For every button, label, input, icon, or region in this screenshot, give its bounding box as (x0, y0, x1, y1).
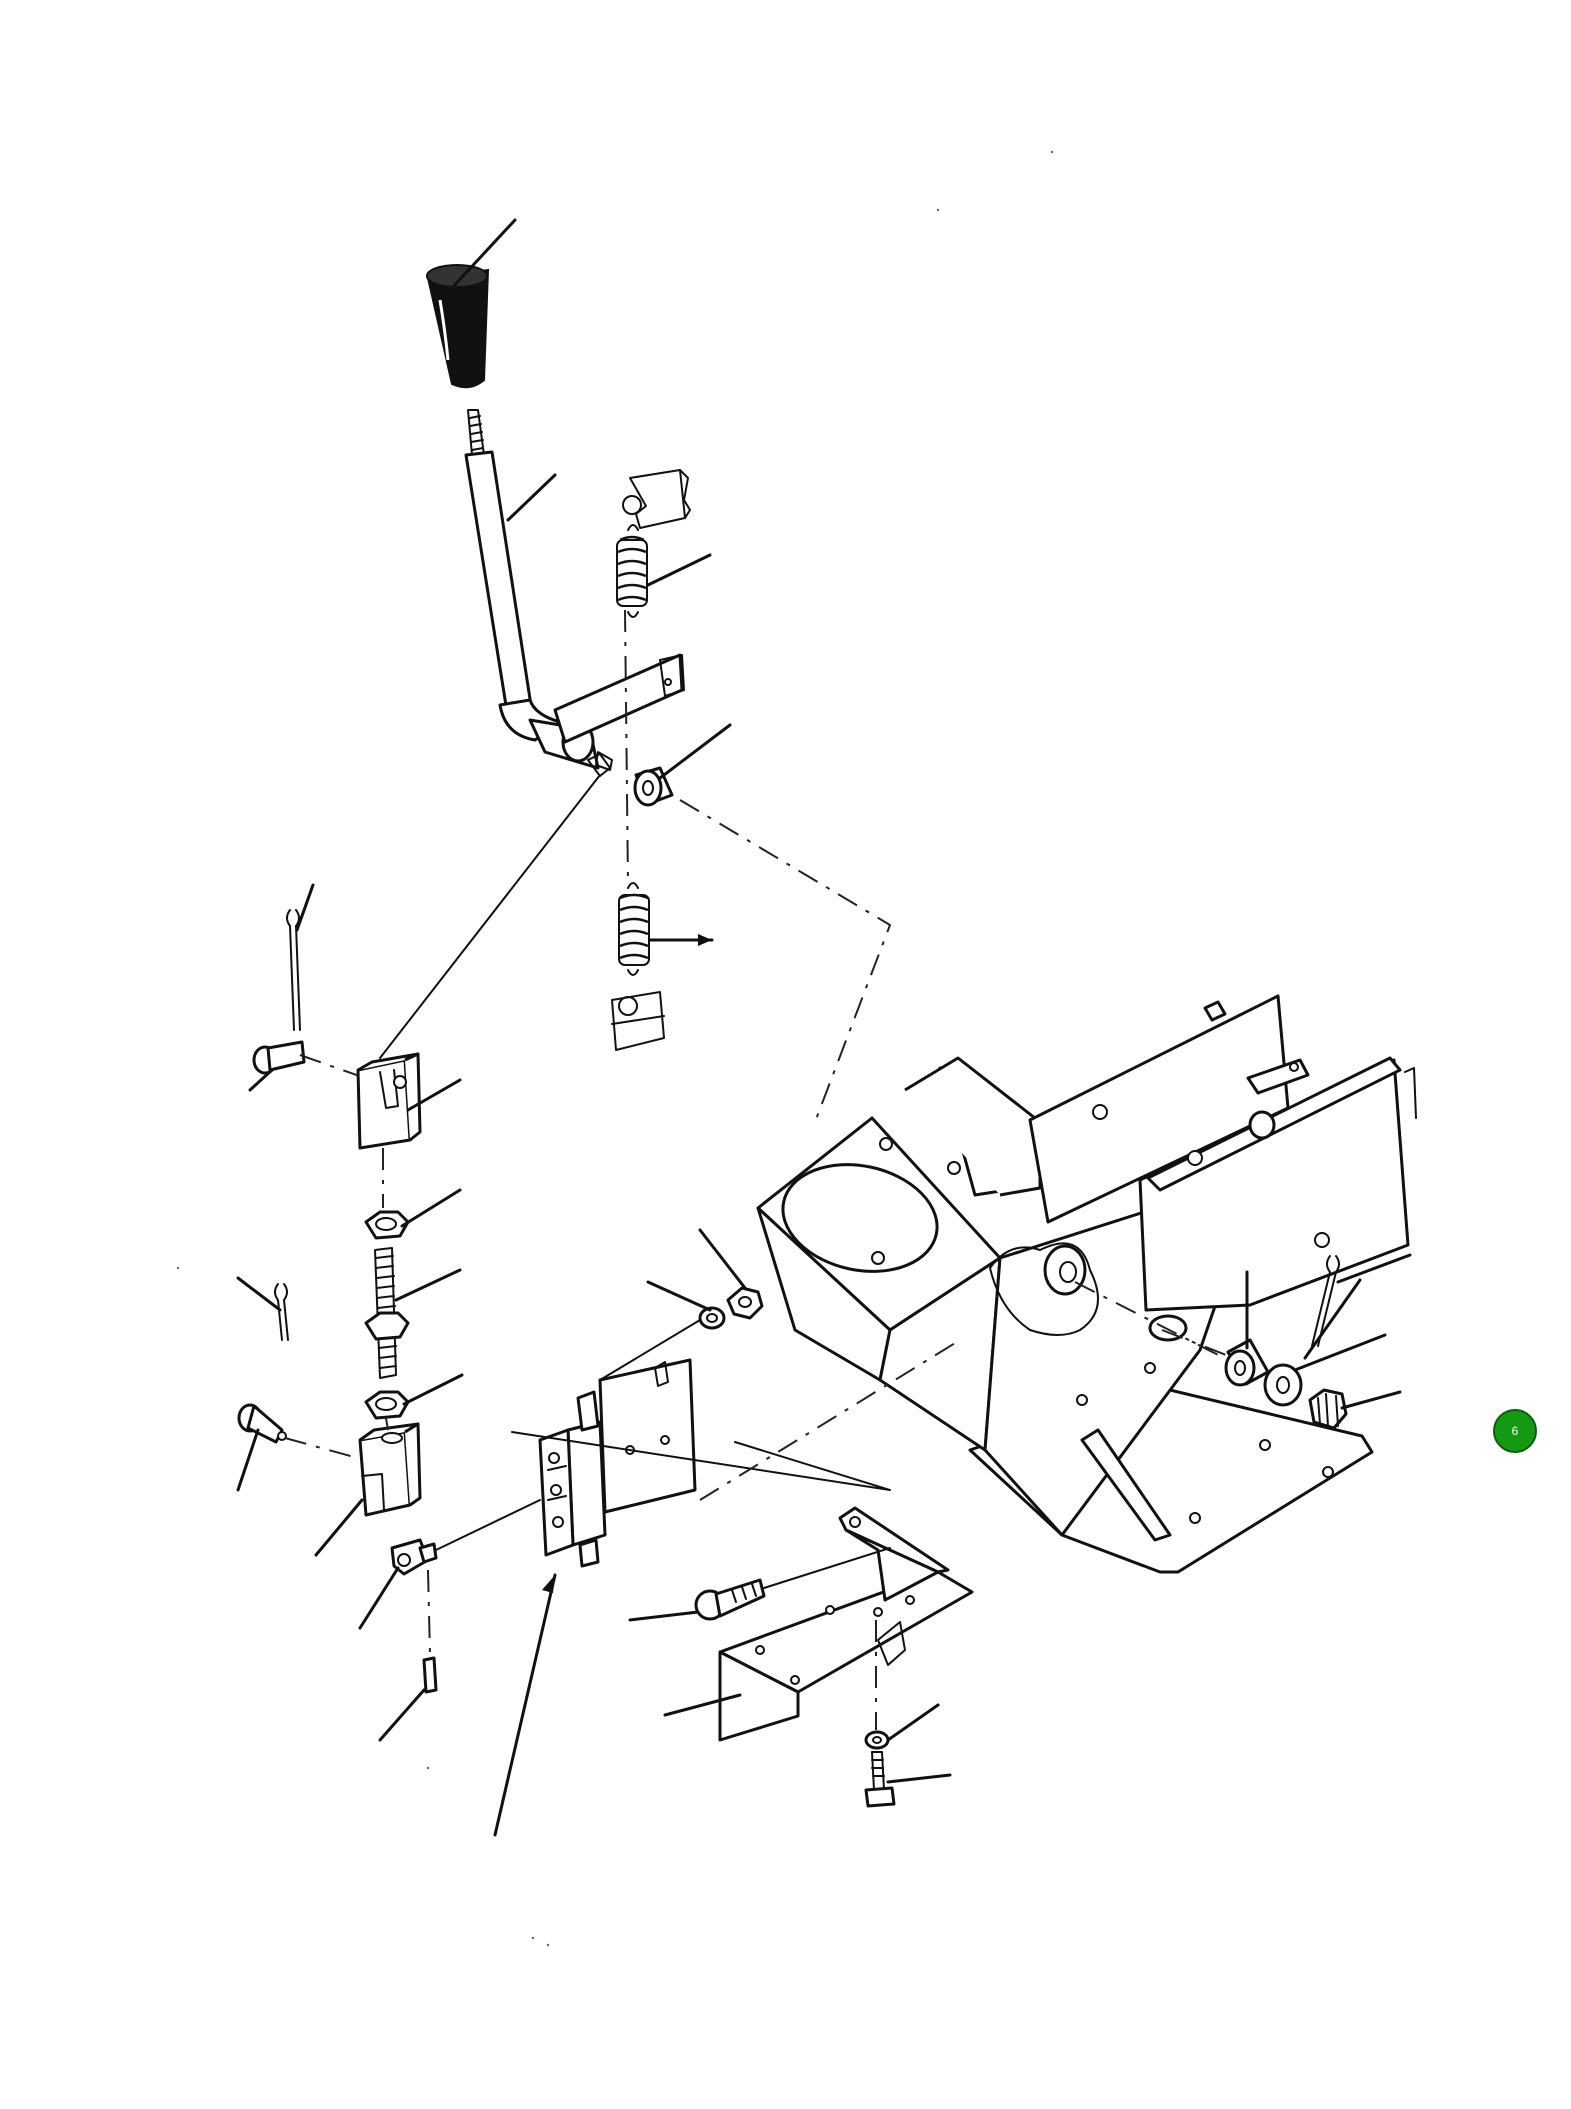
leader-jam-nut-lower (402, 1373, 464, 1406)
leader-spacer-bushing (658, 723, 732, 780)
page-number-badge[interactable]: 6 (1493, 1409, 1537, 1453)
leader-shift-lever (506, 473, 557, 522)
leader-interlock-switch (493, 1573, 557, 1837)
jam-nut-lower (364, 1390, 410, 1420)
leader-upper-spring (646, 553, 712, 587)
leader-bracket-screw (628, 1610, 700, 1622)
leader-switch-nut (698, 1228, 747, 1290)
threaded-rod (364, 1247, 410, 1379)
switch-nut (726, 1286, 764, 1320)
shift-knob (426, 264, 490, 389)
transmission-housing (756, 994, 1417, 1574)
mounting-bracket (718, 1506, 974, 1742)
clevis-pin-lower (237, 1403, 287, 1444)
leader-mounting-bracket (663, 1693, 742, 1717)
upper-spring (616, 469, 691, 618)
leader-flat-washer (1293, 1333, 1387, 1372)
leader-jam-nut-upper (400, 1188, 462, 1228)
spacer-bushing (587, 753, 674, 807)
lock-nut (1308, 1388, 1348, 1430)
cotter-pin-lower (274, 1283, 289, 1341)
arrow-lower-spring (698, 934, 712, 946)
rod-end (390, 1538, 438, 1576)
cap-screw (864, 1751, 896, 1808)
leader-switch-washer (646, 1280, 712, 1312)
clevis-pin-upper (252, 1040, 306, 1075)
lock-washer (864, 1730, 890, 1750)
cotter-pin-upper (286, 909, 301, 1031)
leader-rod-end (358, 1566, 400, 1630)
cotter-pin-right (1311, 1255, 1340, 1347)
leader-shift-knob (448, 218, 517, 292)
lower-clevis (358, 1422, 422, 1517)
leader-cotter-pin-upper (295, 883, 315, 932)
bracket-screw (694, 1578, 766, 1621)
leader-lock-washer (886, 1703, 940, 1742)
switch-washer (698, 1306, 726, 1330)
leader-lock-nut (1340, 1390, 1402, 1410)
shift-lever (464, 409, 685, 771)
upper-clevis (356, 1052, 422, 1150)
arrow-interlock-switch (542, 1575, 555, 1593)
leader-threaded-rod (394, 1268, 462, 1302)
center-line-bushing (1074, 1281, 1229, 1361)
leader-roll-pin (378, 1688, 426, 1742)
flat-washer (1263, 1363, 1303, 1407)
leader-cotter-pin-right-2 (1303, 1278, 1362, 1360)
bushing (1224, 1338, 1270, 1387)
lower-spring (611, 882, 665, 1051)
roll-pin (422, 1569, 438, 1694)
leader-cotter-pin-right (1336, 1253, 1412, 1284)
leader-clevis-pin-upper (248, 1068, 274, 1092)
center-line-lever-housing (679, 799, 892, 1123)
leader-upper-clevis (406, 1078, 462, 1112)
leader-lower-clevis (314, 1498, 364, 1557)
leader-cap-screw (886, 1773, 952, 1784)
leader-clevis-pin-lower (236, 1428, 260, 1492)
mount-alignment-line (511, 1431, 891, 1491)
leader-cotter-pin-lower (236, 1276, 282, 1312)
interlock-switch (538, 1358, 697, 1568)
